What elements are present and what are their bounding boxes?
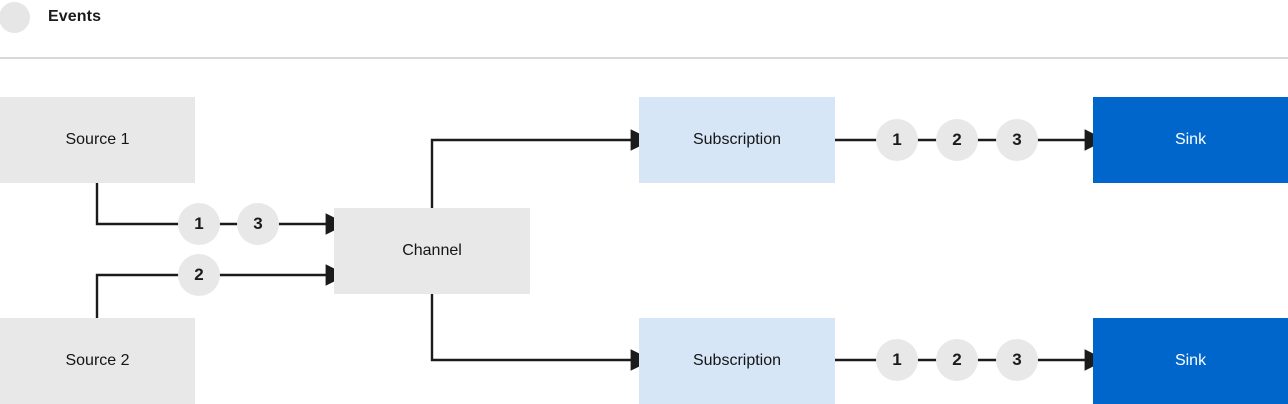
event-chip-label: 3 xyxy=(1012,350,1022,369)
node-subscription-bottom-label: Subscription xyxy=(692,352,782,370)
node-channel[interactable]: Channel xyxy=(334,208,530,294)
node-subscription-bottom[interactable]: Subscription xyxy=(639,318,835,404)
node-sink-top[interactable]: Sink xyxy=(1093,97,1288,183)
event-chip-label: 1 xyxy=(892,130,902,149)
node-channel-label: Channel xyxy=(402,242,462,260)
event-chip-label: 2 xyxy=(952,130,962,149)
legend-label: Events xyxy=(48,8,102,25)
event-chip-2: 2 xyxy=(936,339,978,381)
event-chip-3: 3 xyxy=(996,339,1038,381)
event-chip-2: 2 xyxy=(178,254,220,296)
channel-to-subscription-bottom xyxy=(430,294,653,371)
event-chip-label: 3 xyxy=(253,214,263,233)
node-source-2[interactable]: Source 2 xyxy=(0,318,195,404)
event-chip-label: 1 xyxy=(194,214,204,233)
event-chip-1: 1 xyxy=(876,119,918,161)
node-source-1[interactable]: Source 1 xyxy=(0,97,195,183)
node-subscription-top-label: Subscription xyxy=(692,131,782,149)
event-chip-1: 1 xyxy=(178,203,220,245)
event-chip-1: 1 xyxy=(876,339,918,381)
node-source-2-label: Source 2 xyxy=(65,352,130,370)
legend: Events xyxy=(0,0,101,34)
event-chip-3: 3 xyxy=(237,203,279,245)
node-sink-top-label: Sink xyxy=(1174,131,1207,149)
node-sink-bottom[interactable]: Sink xyxy=(1093,318,1288,404)
node-subscription-top[interactable]: Subscription xyxy=(639,97,835,183)
channel-to-subscription-top xyxy=(430,129,653,208)
event-dot-icon xyxy=(0,1,30,33)
event-chip-label: 2 xyxy=(952,350,962,369)
event-chip-2: 2 xyxy=(936,119,978,161)
event-chip-label: 3 xyxy=(1012,130,1022,149)
event-chip-label: 1 xyxy=(892,350,902,369)
header-divider xyxy=(0,57,1288,59)
event-chip-3: 3 xyxy=(996,119,1038,161)
node-source-1-label: Source 1 xyxy=(65,131,130,149)
node-sink-bottom-label: Sink xyxy=(1174,352,1207,370)
event-chip-label: 2 xyxy=(194,265,204,284)
